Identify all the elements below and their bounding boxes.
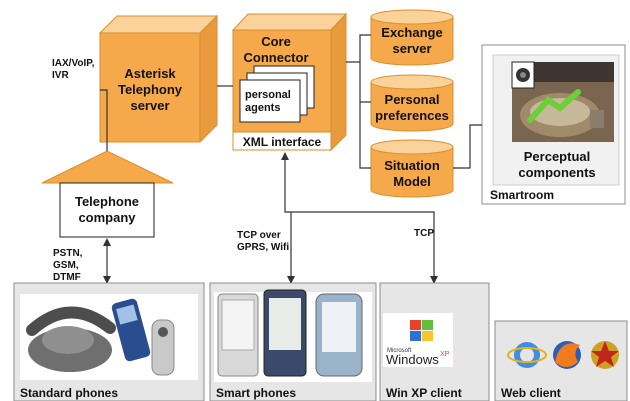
web-client-panel: Web client [494,320,628,401]
preferences-label-2: preferences [375,108,449,123]
winxp-client-panel: Microsoft Windows XP Win XP client [379,282,490,401]
situation-smartroom-connector [453,124,482,169]
personal-agents-stack: personal agents [239,65,315,123]
winxp-client-label: Win XP client [386,386,462,400]
mobile-phone-image [111,298,151,362]
asterisk-label-3: server [130,98,169,113]
core-situation-connector [359,102,371,169]
ie-icon [507,342,547,368]
exchange-server-cylinder: Exchange server [370,9,454,66]
core-winxp-arrow [281,152,438,284]
firefox-icon [553,341,581,369]
web-client-label: Web client [501,386,561,400]
agents-label-1: personal [245,89,291,101]
iax-label-1: IAX/VoIP, [52,58,95,69]
pda-image-1 [217,293,259,377]
standard-phones-label: Standard phones [20,386,118,400]
core-label-1: Core [261,34,291,49]
telephone-label-1: Telephone [75,194,139,209]
situation-label-2: Model [393,174,431,189]
situation-model-cylinder: Situation Model [370,139,454,198]
pstn-label-3: DTMF [53,272,81,283]
preferences-label-1: Personal [385,92,440,107]
rotary-phone-image [26,306,116,372]
telephone-label-2: company [78,210,136,225]
flip-phone-image [151,319,175,376]
core-connector-node: Core Connector personal agents XML inter… [231,12,348,152]
connectors [100,34,482,284]
asterisk-label-2: Telephony [118,82,183,97]
core-exchange-connector [346,34,371,63]
winxp-logo-main: Windows [386,352,439,367]
star-browser-icon [591,341,619,369]
tcp-gprs-label-1: TCP over [237,230,281,241]
smartroom-photo [511,61,614,142]
telephone-company-node: Telephone company [41,150,174,238]
edge-labels: IAX/VoIP, IVR PSTN, GSM, DTMF TCP over G… [52,58,434,283]
core-preferences-connector [359,62,371,103]
situation-label-1: Situation [384,158,440,173]
standard-phones-panel: Standard phones [13,282,205,401]
windows-logo-icon [410,320,433,341]
tcp-label: TCP [414,228,434,239]
agents-label-2: agents [245,102,280,114]
exchange-label-1: Exchange [381,25,442,40]
core-label-2: Connector [244,50,309,65]
winxp-logo-xp: XP [440,351,450,358]
smartroom-label: Smartroom [490,188,554,202]
asterisk-server-node: Asterisk Telephony server [98,14,219,144]
smartroom-panel: Perceptual components Smartroom [481,44,626,205]
smart-phones-panel: Smart phones [209,282,377,401]
asterisk-label-1: Asterisk [124,66,176,81]
perceptual-label-2: components [518,165,595,180]
pstn-label-2: GSM, [53,260,79,271]
xml-interface-label: XML interface [243,135,322,149]
iax-label-2: IVR [52,70,69,81]
tcp-gprs-label-2: GPRS, Wifi [237,242,289,253]
pstn-label-1: PSTN, [53,248,83,259]
smart-phones-label: Smart phones [216,386,296,400]
winxp-logo-small: Microsoft [387,348,412,354]
pda-image-3 [315,293,363,377]
perceptual-label-1: Perceptual [524,149,590,164]
pda-image-2 [263,289,307,377]
telephone-asterisk-connector [100,89,108,151]
personal-preferences-cylinder: Personal preferences [370,74,454,132]
exchange-label-2: server [392,41,431,56]
